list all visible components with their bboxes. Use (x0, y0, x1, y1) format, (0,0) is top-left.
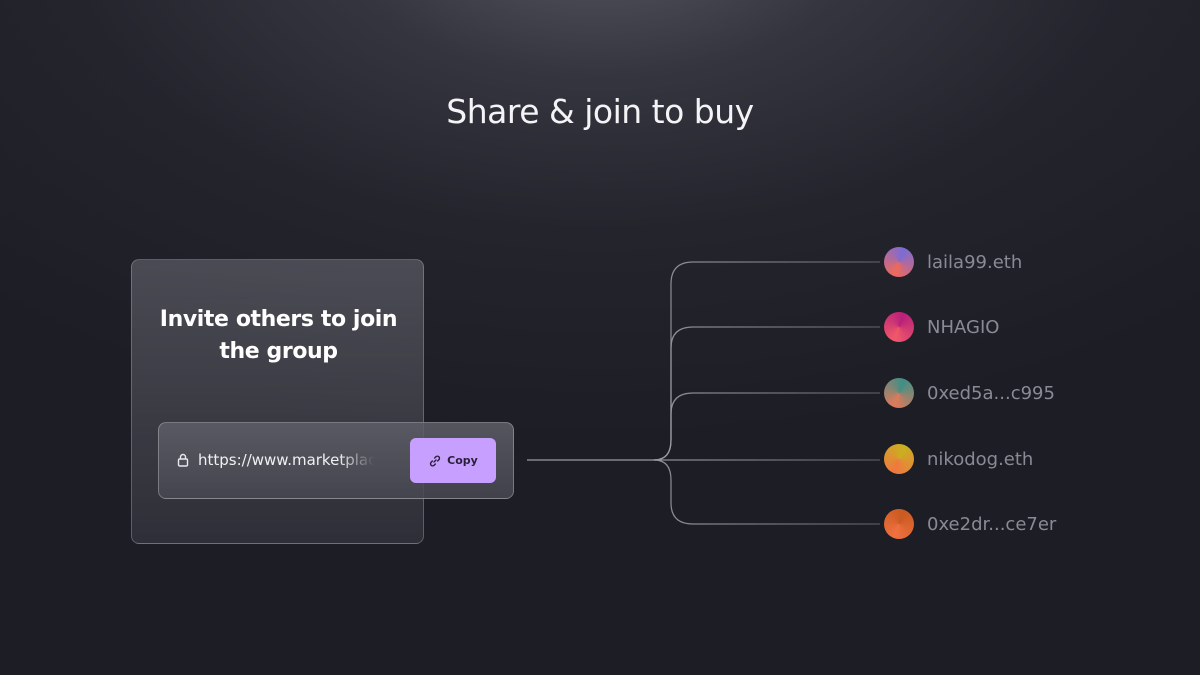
member-avatar (884, 312, 914, 342)
share-link-url[interactable]: https://www.marketplace (198, 451, 374, 469)
member-item[interactable]: laila99.eth (884, 246, 1022, 278)
member-avatar (884, 509, 914, 539)
member-item[interactable]: 0xed5a...c995 (884, 377, 1055, 409)
member-item[interactable]: nikodog.eth (884, 443, 1033, 475)
member-name: nikodog.eth (927, 448, 1034, 470)
member-item[interactable]: NHAGIO (884, 311, 999, 343)
page-headline: Share & join to buy (446, 92, 754, 131)
copy-link-button[interactable]: Copy (410, 438, 496, 483)
member-name: NHAGIO (927, 316, 1000, 338)
connector-branch-3 (653, 392, 880, 461)
invite-card: Invite others to join the group (131, 259, 424, 544)
member-name: 0xed5a...c995 (927, 382, 1055, 404)
lock-icon (177, 453, 189, 467)
connector-branch-5 (653, 459, 880, 525)
connector-branch-2 (653, 326, 880, 461)
connector-branch-1 (653, 261, 880, 461)
invite-title: Invite others to join the group (159, 307, 398, 364)
member-avatar (884, 444, 914, 474)
link-icon (430, 455, 441, 466)
copy-button-label: Copy (447, 454, 478, 467)
member-name: 0xe2dr...ce7er (927, 513, 1057, 535)
member-name: laila99.eth (927, 251, 1023, 273)
member-avatar (884, 378, 914, 408)
member-avatar (884, 247, 914, 277)
share-link-box: https://www.marketplace Copy (158, 422, 514, 499)
member-item[interactable]: 0xe2dr...ce7er (884, 508, 1056, 540)
